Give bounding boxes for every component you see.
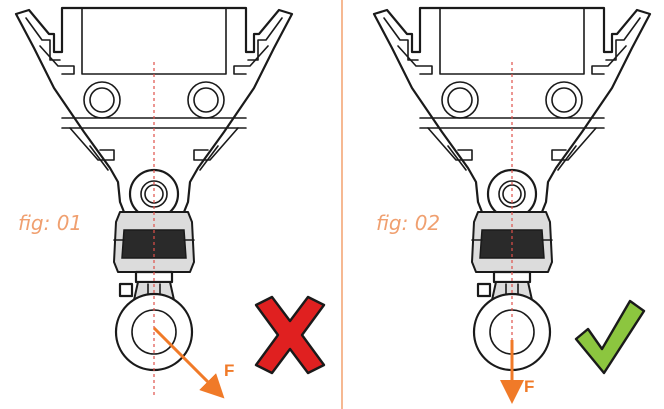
force-arrow-left	[152, 326, 225, 399]
green-check-icon	[574, 299, 646, 375]
force-label-right: F	[524, 377, 534, 396]
force-label-left: F	[224, 361, 234, 380]
figure-label-02: fig: 02	[376, 211, 440, 235]
figure-02-panel: F fig: 02	[372, 6, 652, 404]
figure-label-01: fig: 01	[18, 211, 82, 235]
profile-assembly-right	[372, 6, 652, 404]
profile-assembly-left	[14, 6, 294, 399]
red-x-icon	[254, 295, 326, 375]
figure-01-panel: F fig: 01	[14, 6, 326, 399]
